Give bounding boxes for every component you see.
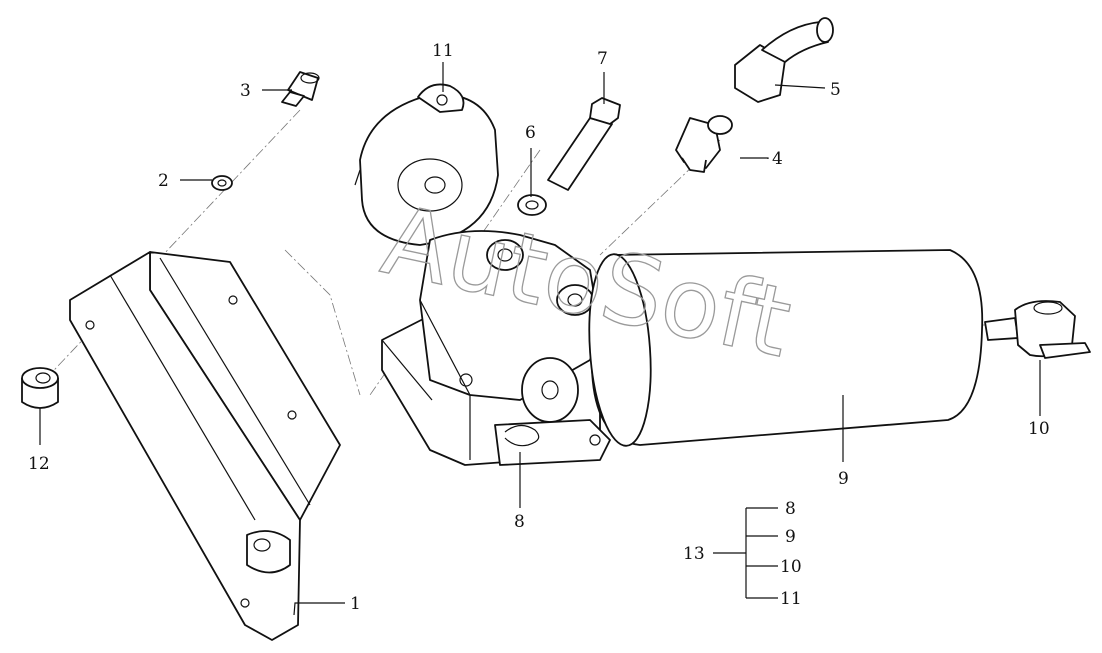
callout-4: 4: [772, 149, 783, 169]
callout-6: 6: [525, 123, 536, 143]
callout-11: 11: [432, 41, 454, 61]
part-2-washer: [211, 175, 233, 191]
callout-12: 12: [28, 454, 50, 474]
callout-10: 10: [1028, 419, 1050, 439]
part-9-filter-canister: [588, 249, 984, 447]
callout-1: 1: [350, 594, 361, 614]
callout-labels: 1 2 3 4 5 6 7 8 9 10 11 12: [28, 41, 1050, 614]
assembly-child-11: 11: [780, 589, 802, 609]
part-10-drain-valve: [984, 300, 1091, 359]
part-8-filter-head: [381, 230, 611, 466]
callout-3: 3: [240, 81, 251, 101]
part-12-spacer: [21, 367, 59, 409]
part-7-pin: [547, 97, 621, 191]
assembly-group-callout: 13 8 9 10 11: [683, 499, 802, 609]
part-1-mounting-bracket: [69, 251, 341, 641]
part-3-bolt: [281, 71, 320, 107]
assembly-child-10: 10: [780, 557, 802, 577]
assembly-child-8: 8: [785, 499, 796, 519]
part-4-fitting: [675, 115, 733, 173]
part-6-washer: [517, 194, 547, 216]
callout-5: 5: [830, 80, 841, 100]
part-11-filter-cover: [354, 83, 499, 246]
callout-2: 2: [158, 171, 169, 191]
callout-7: 7: [597, 49, 608, 69]
leader-lines: [39, 62, 1041, 616]
part-5-elbow-fitting: [734, 17, 834, 103]
callout-9: 9: [838, 469, 849, 489]
assembly-child-9: 9: [785, 527, 796, 547]
callout-8: 8: [514, 512, 525, 532]
assembly-parent-label: 13: [683, 544, 705, 564]
